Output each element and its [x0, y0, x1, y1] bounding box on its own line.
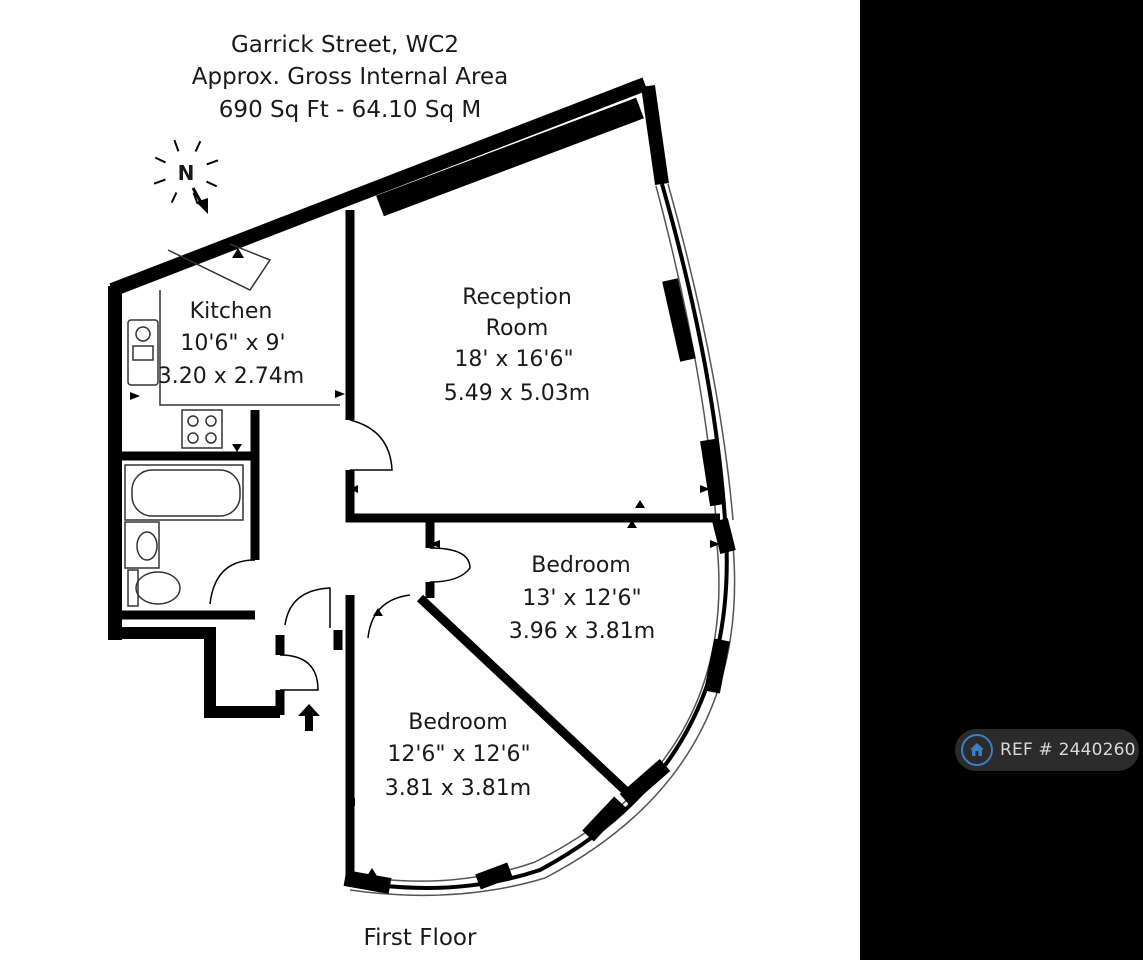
kitchen-dim-imperial: 10'6" x 9': [180, 331, 285, 356]
title-area-caption: Approx. Gross Internal Area: [192, 64, 509, 90]
wall-segments: [343, 278, 736, 894]
compass-icon: [153, 139, 219, 205]
floorplan-drawing: N Garrick Street, WC2 Approx. Gross Inte…: [108, 32, 736, 951]
reception-name-line1: Reception: [462, 285, 572, 310]
dimension-markers: [130, 248, 720, 876]
bedroom2-dim-metric: 3.81 x 3.81m: [385, 776, 531, 801]
reference-badge[interactable]: REF # 2440260: [955, 729, 1139, 771]
reception-name-line2: Room: [486, 316, 549, 341]
reference-number: REF # 2440260: [1000, 740, 1136, 760]
bedroom1-dim-imperial: 13' x 12'6": [522, 586, 641, 611]
reception-dim-metric: 5.49 x 5.03m: [444, 381, 590, 406]
interior-walls: [115, 210, 720, 885]
reception-dim-imperial: 18' x 16'6": [454, 347, 573, 372]
outer-walls: [108, 77, 729, 890]
kitchen-dim-metric: 3.20 x 2.74m: [158, 364, 304, 389]
floorplan-image: N Garrick Street, WC2 Approx. Gross Inte…: [0, 0, 860, 960]
entrance-arrow-icon: [298, 704, 320, 731]
bedroom1-name: Bedroom: [531, 553, 631, 578]
title-address: Garrick Street, WC2: [231, 32, 459, 58]
compass-letter: N: [178, 161, 195, 185]
bedroom2-dim-imperial: 12'6" x 12'6": [387, 742, 530, 767]
bedroom2-name: Bedroom: [408, 710, 508, 735]
home-icon: [961, 734, 993, 766]
floor-label: First Floor: [364, 925, 477, 951]
kitchen-name: Kitchen: [190, 299, 273, 324]
door-swings: [209, 419, 471, 691]
fixtures: [124, 243, 340, 607]
bedroom1-dim-metric: 3.96 x 3.81m: [509, 619, 655, 644]
title-area-value: 690 Sq Ft - 64.10 Sq M: [219, 97, 481, 123]
north-arrow-icon: [191, 187, 208, 214]
